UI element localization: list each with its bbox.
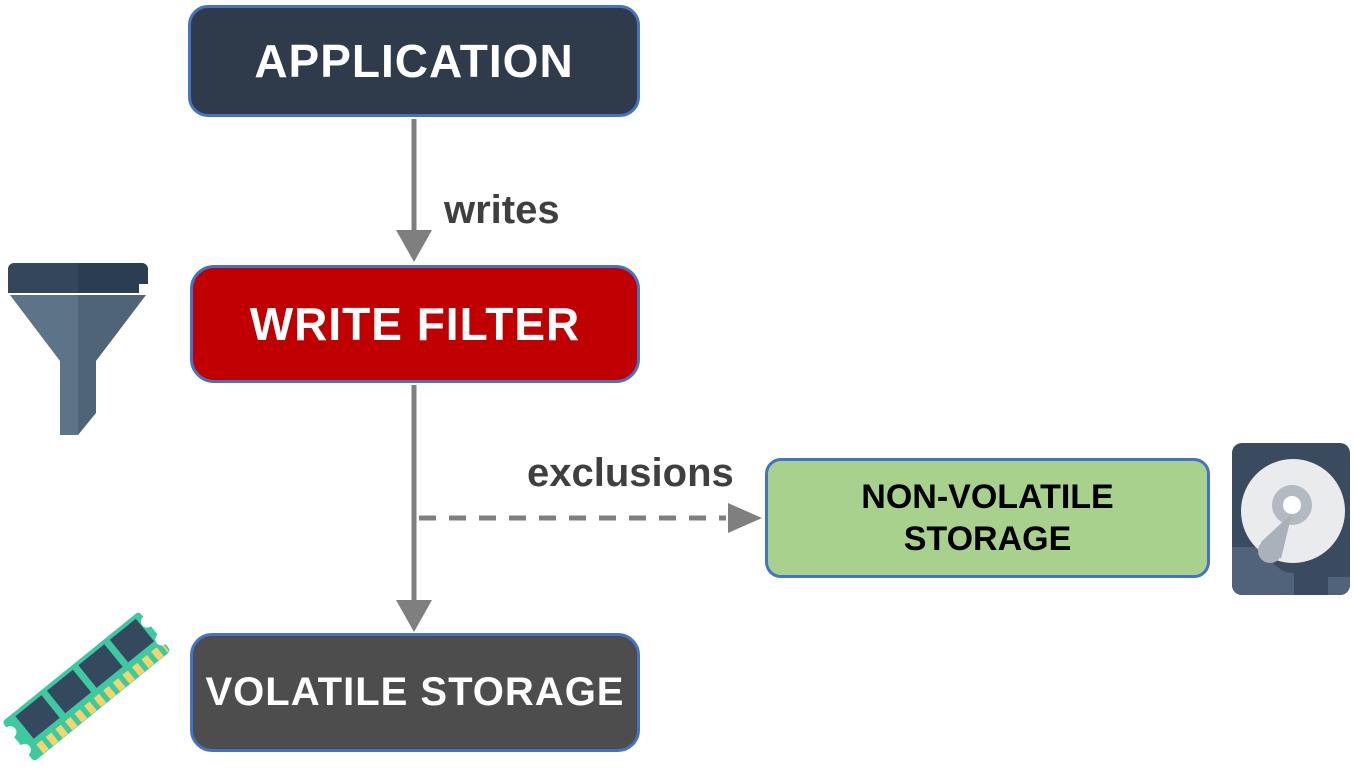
node-application-label: APPLICATION [254, 35, 574, 87]
node-non-volatile-storage: NON-VOLATILE STORAGE [765, 458, 1210, 578]
edge-label-writes: writes [444, 188, 560, 232]
node-application: APPLICATION [188, 5, 640, 117]
edge-label-exclusions: exclusions [527, 451, 734, 495]
filter-to-volatile-arrow-head [396, 600, 432, 632]
node-volatile-storage-label: VOLATILE STORAGE [205, 670, 625, 714]
ram-memory-icon [3, 612, 170, 761]
node-write-filter-label: WRITE FILTER [249, 298, 581, 350]
exclusions-arrow-head [728, 503, 762, 533]
node-write-filter: WRITE FILTER [190, 265, 640, 383]
funnel-icon [8, 263, 148, 435]
hard-disk-icon [1232, 443, 1350, 595]
node-volatile-storage: VOLATILE STORAGE [190, 633, 640, 752]
writes-arrow-head [396, 230, 432, 262]
node-non-volatile-storage-label: NON-VOLATILE STORAGE [861, 477, 1114, 559]
